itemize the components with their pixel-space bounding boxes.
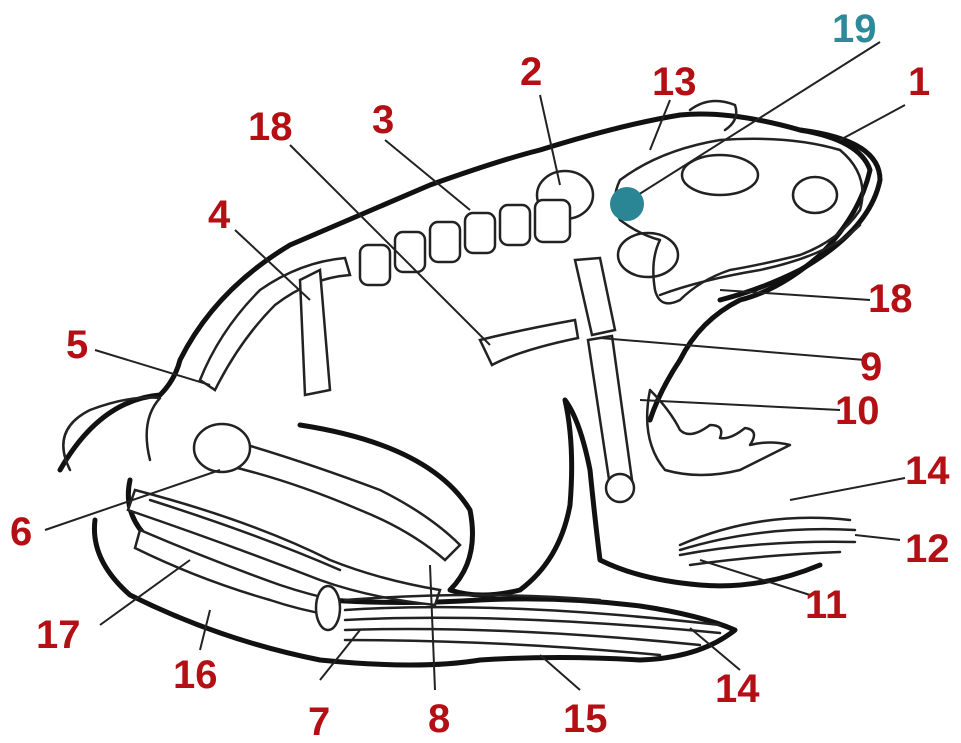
label-2: 2 [520, 50, 542, 94]
hip-joint [194, 424, 250, 472]
label-8: 8 [428, 697, 450, 741]
humerus [575, 258, 615, 335]
skull [615, 139, 863, 304]
radio-ulna [588, 336, 632, 486]
ankle-joint [316, 586, 340, 630]
sternum [480, 320, 578, 365]
label-12: 12 [905, 527, 950, 571]
label-18-upper: 18 [248, 105, 293, 149]
label-14-upper: 14 [905, 449, 950, 493]
tail-flap [63, 398, 160, 471]
marker-dot [610, 187, 644, 221]
label-4: 4 [208, 193, 231, 237]
vertebral-column [360, 200, 570, 285]
labels: 1 2 3 4 5 6 7 8 9 10 11 12 13 14 14 15 1… [10, 7, 950, 743]
label-19: 19 [832, 7, 877, 51]
front-foot-digits [680, 518, 855, 565]
label-16: 16 [173, 653, 218, 697]
shoulder-bone [618, 233, 678, 277]
hand-outline [647, 390, 790, 475]
label-11: 11 [805, 583, 847, 627]
label-5: 5 [66, 323, 88, 367]
label-15: 15 [563, 697, 608, 741]
label-1: 1 [908, 60, 930, 104]
label-13: 13 [652, 60, 697, 104]
nostril-ring [793, 177, 837, 213]
label-10: 10 [835, 389, 880, 433]
wrist-joint [606, 474, 634, 502]
label-6: 6 [10, 510, 32, 554]
jaw-lower [660, 225, 860, 295]
label-3: 3 [372, 98, 394, 142]
label-18-lower: 18 [868, 277, 913, 321]
label-17: 17 [36, 613, 81, 657]
label-9: 9 [860, 345, 882, 389]
urostyle-bar [300, 270, 330, 395]
label-7: 7 [308, 700, 330, 743]
label-14-lower: 14 [715, 667, 760, 711]
